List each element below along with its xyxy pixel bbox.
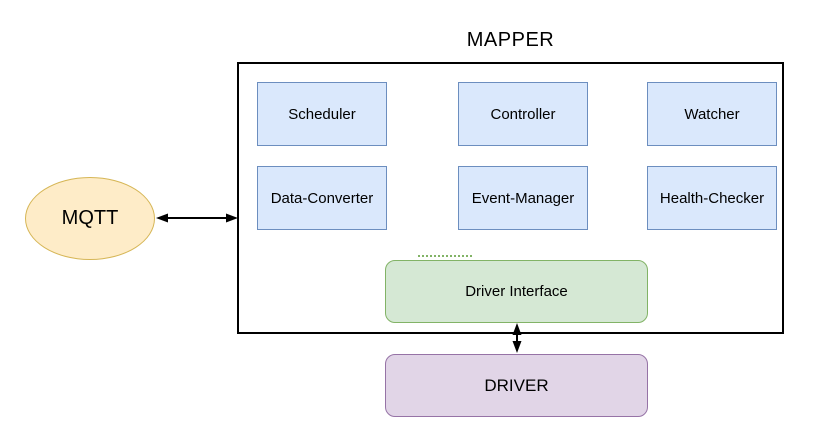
box-scheduler-label: Scheduler: [288, 105, 356, 123]
box-data-converter-label: Data-Converter: [270, 189, 374, 207]
box-watcher-label: Watcher: [684, 105, 740, 123]
dotted-line-artifact: [418, 255, 472, 257]
box-event-manager-label: Event-Manager: [471, 189, 575, 207]
box-data-converter: Data-Converter: [257, 166, 387, 230]
box-health-checker-label: Health-Checker: [659, 189, 765, 207]
box-watcher: Watcher: [647, 82, 777, 146]
box-controller: Controller: [458, 82, 588, 146]
box-controller-label: Controller: [490, 105, 556, 123]
mqtt-ellipse: MQTT: [25, 177, 155, 260]
mapper-title: MAPPER: [466, 29, 555, 51]
box-health-checker: Health-Checker: [647, 166, 777, 230]
box-scheduler: Scheduler: [257, 82, 387, 146]
driver-label: DRIVER: [484, 375, 549, 395]
box-event-manager: Event-Manager: [458, 166, 588, 230]
driver-box: DRIVER: [385, 354, 648, 417]
driver-interface-box: Driver Interface: [385, 260, 648, 323]
interface-driver-double-arrow-icon: [512, 323, 522, 353]
mqtt-label: MQTT: [61, 207, 119, 229]
driver-interface-label: Driver Interface: [465, 283, 568, 300]
mqtt-mapper-double-arrow-icon: [156, 213, 238, 223]
